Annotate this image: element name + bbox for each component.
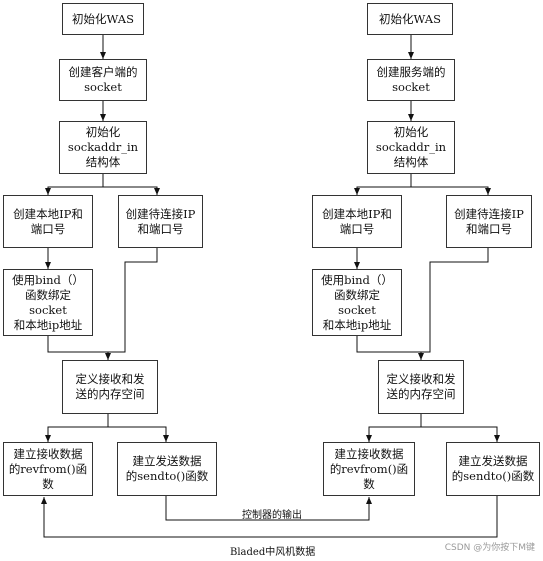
arrow-r-mem-to-recv (366, 414, 422, 442)
arrow-r-mem-to-send (421, 426, 500, 442)
r-local-ip-box: 创建本地IP和 端口号 (312, 195, 402, 248)
r-remote-ip-box: 创建待连接IP 和端口号 (446, 195, 532, 248)
r-init-was-box: 初始化WAS (367, 3, 453, 35)
arrow-l-bind-to-mem (47, 336, 111, 360)
l-sendto-box: 建立发送数据 的sendto()函数 (117, 442, 217, 496)
r-recvfrom-box: 建立接收数据 的revfrom()函 数 (323, 442, 415, 496)
arrow-r-bind-to-mem (356, 336, 424, 360)
arrow-r-sockaddr-to-remote (411, 186, 491, 195)
l-init-sockaddr-box: 初始化 sockaddr_in 结构体 (59, 121, 147, 174)
r-sendto-box: 建立发送数据 的sendto()函数 (446, 442, 540, 496)
arrow-l-mem-to-recv (45, 414, 109, 442)
arrow-r-send-to-l-recv (41, 496, 498, 538)
l-init-was-box: 初始化WAS (62, 3, 144, 35)
arrow-r-remote-to-mem (421, 248, 489, 353)
l-recvfrom-box: 建立接收数据 的revfrom()函 数 (3, 442, 93, 496)
l-define-mem-box: 定义接收和发 送的内存空间 (62, 360, 158, 414)
arrow-l-sockaddr-to-local (45, 174, 104, 195)
arrow-l-mem-to-send (108, 426, 169, 442)
r-init-sockaddr-box: 初始化 sockaddr_in 结构体 (367, 121, 455, 174)
arrow-l-send-to-r-recv (165, 496, 372, 521)
csdn-watermark: CSDN @为你按下M键 (444, 543, 535, 553)
r-create-socket-box: 创建服务端的 socket (367, 59, 455, 101)
arrow-l-sockaddr-to-remote (103, 186, 160, 195)
l-bind-box: 使用bind（） 函数绑定socket 和本地ip地址 (3, 269, 93, 336)
l-remote-ip-box: 创建待连接IP 和端口号 (118, 195, 203, 248)
arrow-l-remote-to-mem (108, 248, 158, 353)
r-define-mem-box: 定义接收和发 送的内存空间 (378, 360, 464, 414)
bladed-data-label: Bladed中风机数据 (230, 547, 316, 558)
controller-output-label: 控制器的输出 (242, 510, 302, 521)
arrow-r-sockaddr-to-local (354, 174, 412, 195)
r-bind-box: 使用bind（） 函数绑定socket 和本地ip地址 (312, 269, 402, 336)
l-local-ip-box: 创建本地IP和 端口号 (3, 195, 93, 248)
l-create-socket-box: 创建客户端的 socket (59, 59, 147, 101)
